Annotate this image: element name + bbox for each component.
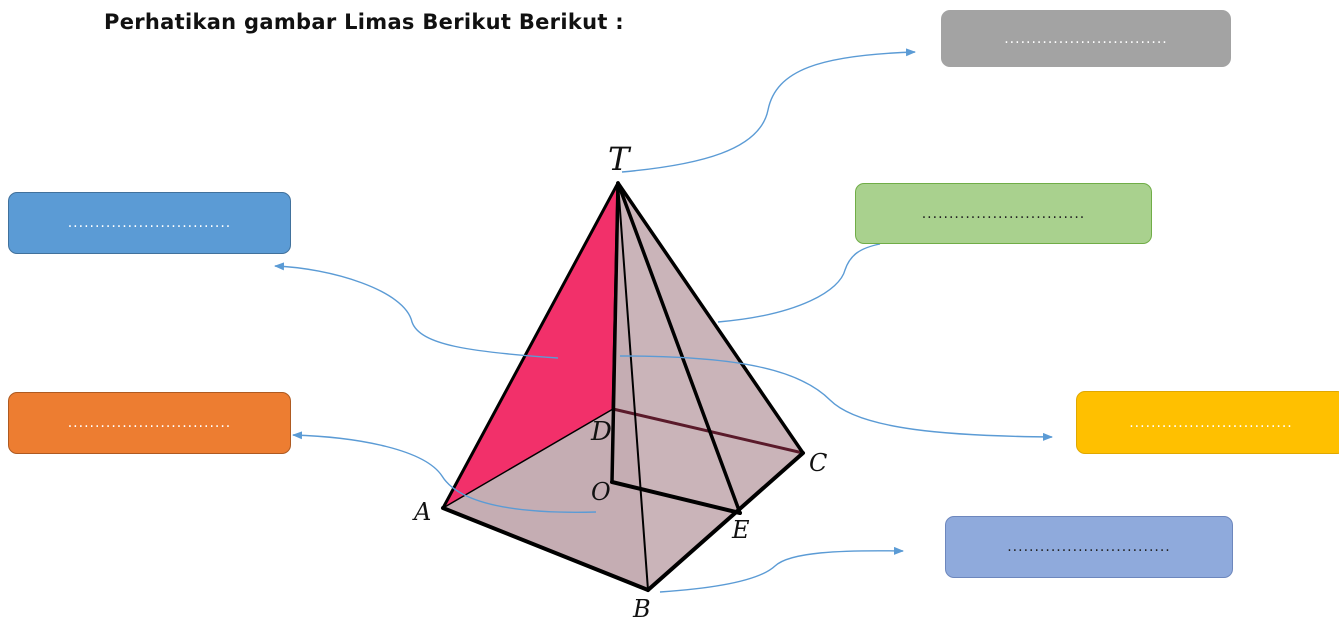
arrow-face-to-yellow-box: [619, 355, 1053, 441]
answer-box-yellow[interactable]: ..............................: [1076, 391, 1339, 454]
vertex-label-B: B: [632, 595, 651, 619]
connector-edge-to-green-box: [717, 243, 881, 323]
page-title: Perhatikan gambar Limas Berikut Berikut …: [104, 10, 624, 34]
arrow-base-to-orange-box: [292, 431, 597, 513]
arrow-vertex-to-purple-box: [659, 546, 904, 593]
answer-box-purple[interactable]: ..............................: [945, 516, 1233, 578]
edge-TC: [616, 181, 805, 455]
vertex-label-A: A: [412, 498, 431, 526]
answer-box-blue[interactable]: ..............................: [8, 192, 291, 254]
height-TO: [610, 181, 620, 484]
side-face-TBC: [618, 183, 803, 590]
arrow-face-to-blue-box: [274, 262, 559, 359]
vertex-label-D: D: [590, 417, 612, 447]
apothem-TE: [616, 181, 742, 515]
pyramid-edges: [441, 181, 805, 592]
edge-BC: [646, 451, 805, 592]
answer-box-orange[interactable]: ..............................: [8, 392, 291, 454]
answer-box-gray[interactable]: ..............................: [941, 10, 1231, 67]
connector-arrows: [274, 48, 1053, 593]
hidden-edge-AD: [442, 408, 614, 509]
vertex-label-C: C: [809, 449, 827, 477]
vertex-label-E: E: [731, 516, 750, 544]
arrow-apex-to-gray-box: [621, 48, 916, 173]
answer-box-green[interactable]: ..............................: [855, 183, 1152, 244]
vertex-label-T: T: [608, 140, 632, 178]
edge-AB: [441, 506, 650, 592]
segment-OE: [610, 480, 742, 515]
vertex-label-O: O: [591, 478, 611, 506]
edge-TA: [441, 181, 620, 510]
edge-TB: [617, 182, 649, 591]
